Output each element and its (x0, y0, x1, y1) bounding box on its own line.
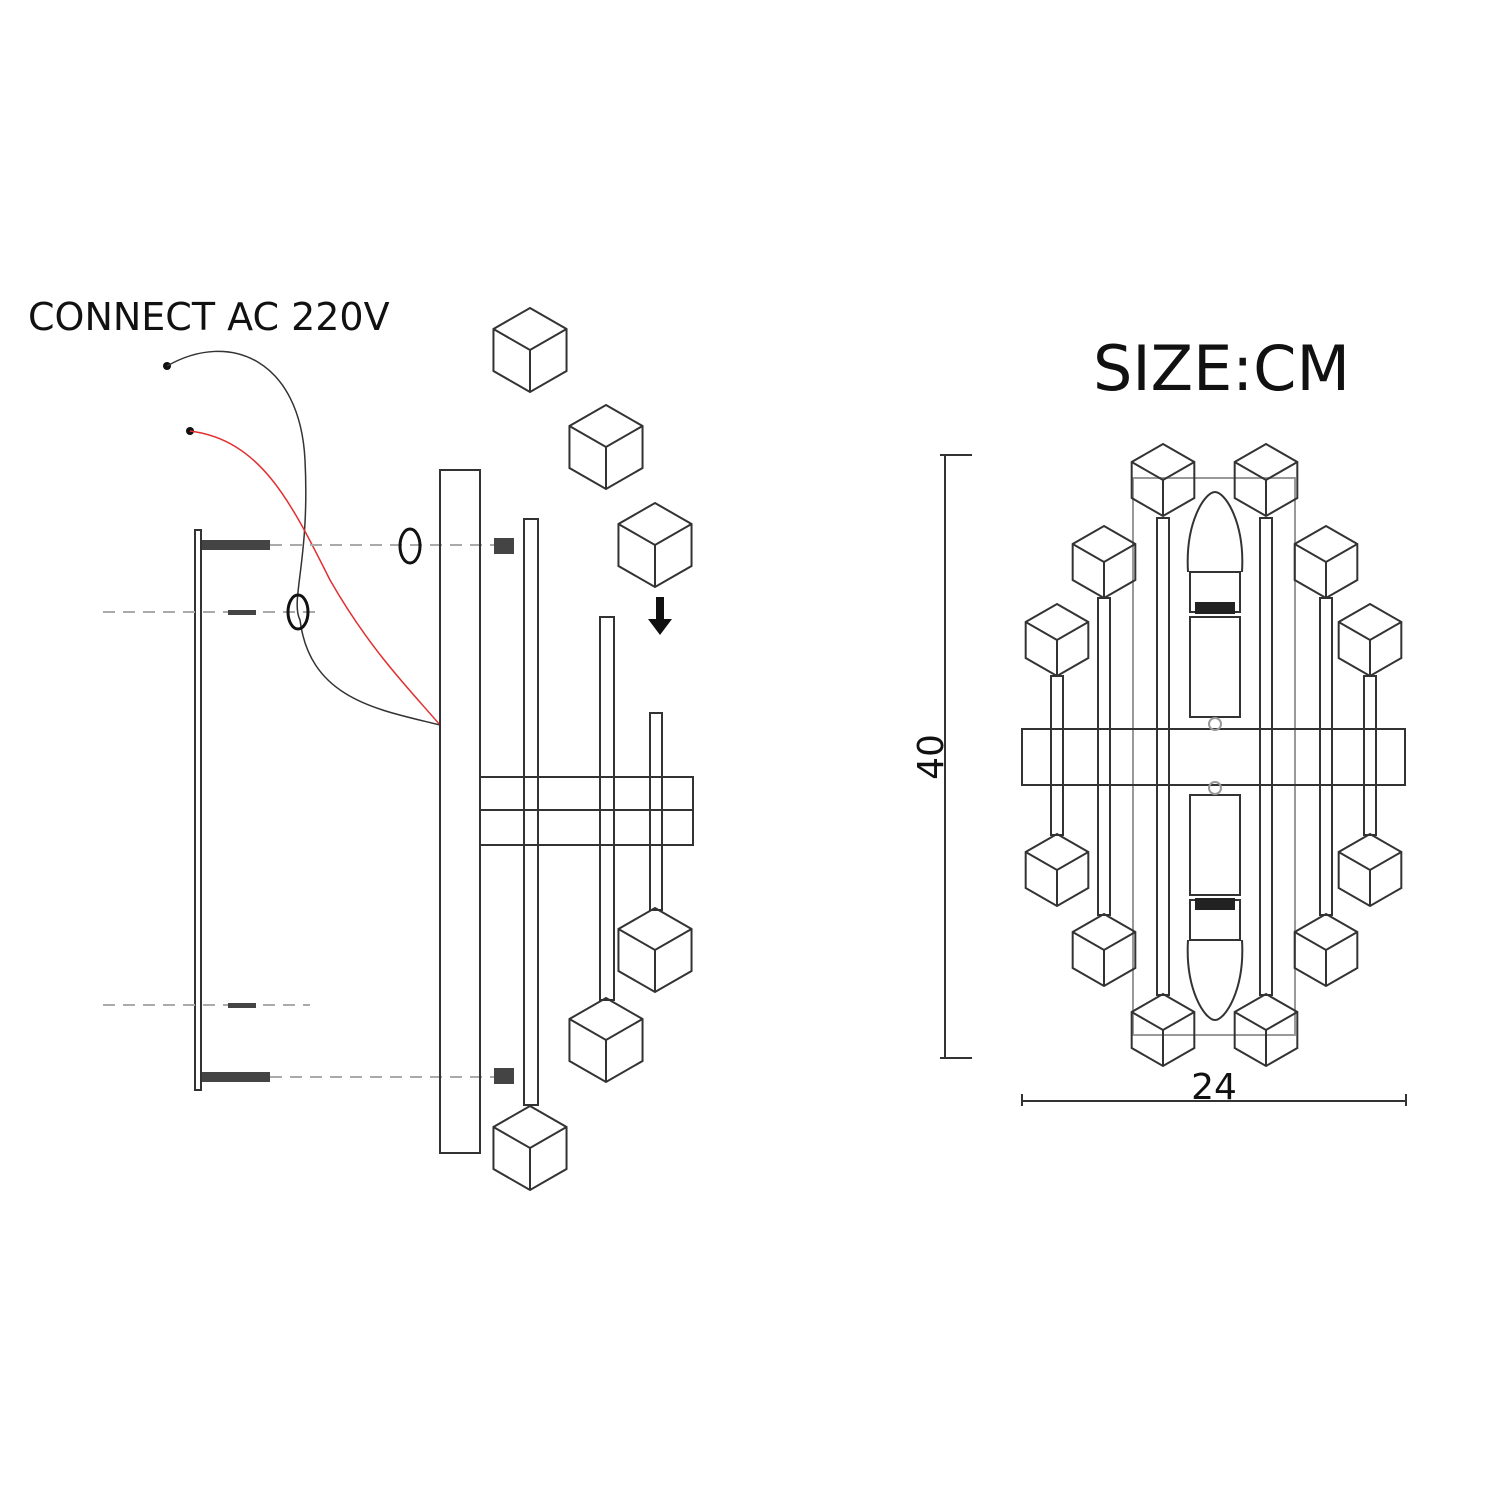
rod (1156, 517, 1170, 996)
bulb-collar (1195, 602, 1235, 614)
crystal-cube (1071, 912, 1137, 988)
dimensions: 40 24 (911, 454, 1407, 1108)
cube-edge (1338, 621, 1402, 642)
cube-edge (1072, 931, 1136, 952)
width-dim-label: 24 (1191, 1067, 1237, 1108)
connect-label: CONNECT AC 220V (28, 295, 390, 339)
crystal-cube (1071, 524, 1137, 600)
back-plate (1132, 477, 1296, 1036)
holder-ring (1208, 781, 1222, 795)
screw-icon (228, 610, 256, 615)
crystal-cube (568, 403, 644, 491)
cube-edge (1025, 621, 1089, 642)
height-dim-label: 40 (911, 734, 952, 780)
crystal-cube (1233, 442, 1299, 518)
rod (649, 712, 663, 911)
front-view (1021, 442, 1406, 1068)
crystal-cube (1024, 602, 1090, 678)
crystal-cube (1337, 602, 1403, 678)
crystal-cube (492, 306, 568, 394)
crystal-cube (568, 996, 644, 1084)
lamp-holder (1189, 616, 1241, 718)
cube-edge (1338, 851, 1402, 872)
rod (1319, 597, 1333, 916)
rod (523, 518, 539, 1106)
side-view (103, 306, 694, 1192)
arrow-down-icon (648, 597, 672, 635)
crystal-cube (1293, 912, 1359, 988)
lamp-holder (1189, 794, 1241, 896)
nut-icon (494, 1068, 514, 1084)
crystal-cube (1293, 524, 1359, 600)
rod (599, 616, 615, 1001)
crystal-cube (1130, 442, 1196, 518)
cube-edge (617, 523, 693, 547)
crystal-cube (1337, 832, 1403, 908)
crystal-cube (492, 1104, 568, 1192)
wires (163, 350, 441, 726)
bolt-icon (202, 540, 270, 550)
holder-ring (1208, 717, 1222, 731)
live-wire (189, 430, 441, 726)
candle-bulb (1186, 490, 1244, 731)
bulb-glass (1186, 939, 1244, 1022)
candle-bulb (1186, 781, 1244, 1022)
cube-edge (568, 1018, 644, 1042)
screw-icon (228, 1003, 256, 1008)
cube-edge (1025, 851, 1089, 872)
cube-edge (492, 328, 568, 352)
cube-edge (1131, 1011, 1195, 1032)
rotate-icon (398, 527, 422, 565)
rotate-icon (286, 593, 310, 631)
cube-edge (1072, 543, 1136, 564)
cube-edge (492, 1126, 568, 1150)
crystal-cube (617, 906, 693, 994)
bulb-glass (1186, 490, 1244, 573)
crystal-cube (1024, 832, 1090, 908)
crystal-cube (617, 501, 693, 589)
bulb-collar (1195, 898, 1235, 910)
neutral-wire (166, 350, 441, 726)
rod (1097, 597, 1111, 916)
canopy (439, 469, 481, 1154)
cube-edge (1294, 931, 1358, 952)
cube-edge (1234, 1011, 1298, 1032)
cube-edge (1294, 543, 1358, 564)
crystal-cube (1233, 992, 1299, 1068)
size-unit-label: SIZE:CM (1093, 332, 1350, 405)
rod (1050, 675, 1064, 836)
crystal-cube (1130, 992, 1196, 1068)
crossbar (1021, 728, 1406, 786)
nut-icon (494, 538, 514, 554)
cube-edge (617, 928, 693, 952)
rod (1259, 517, 1273, 996)
cube-edge (568, 425, 644, 449)
rod (1363, 675, 1377, 836)
bolt-icon (202, 1072, 270, 1082)
wall-plate (194, 529, 202, 1091)
